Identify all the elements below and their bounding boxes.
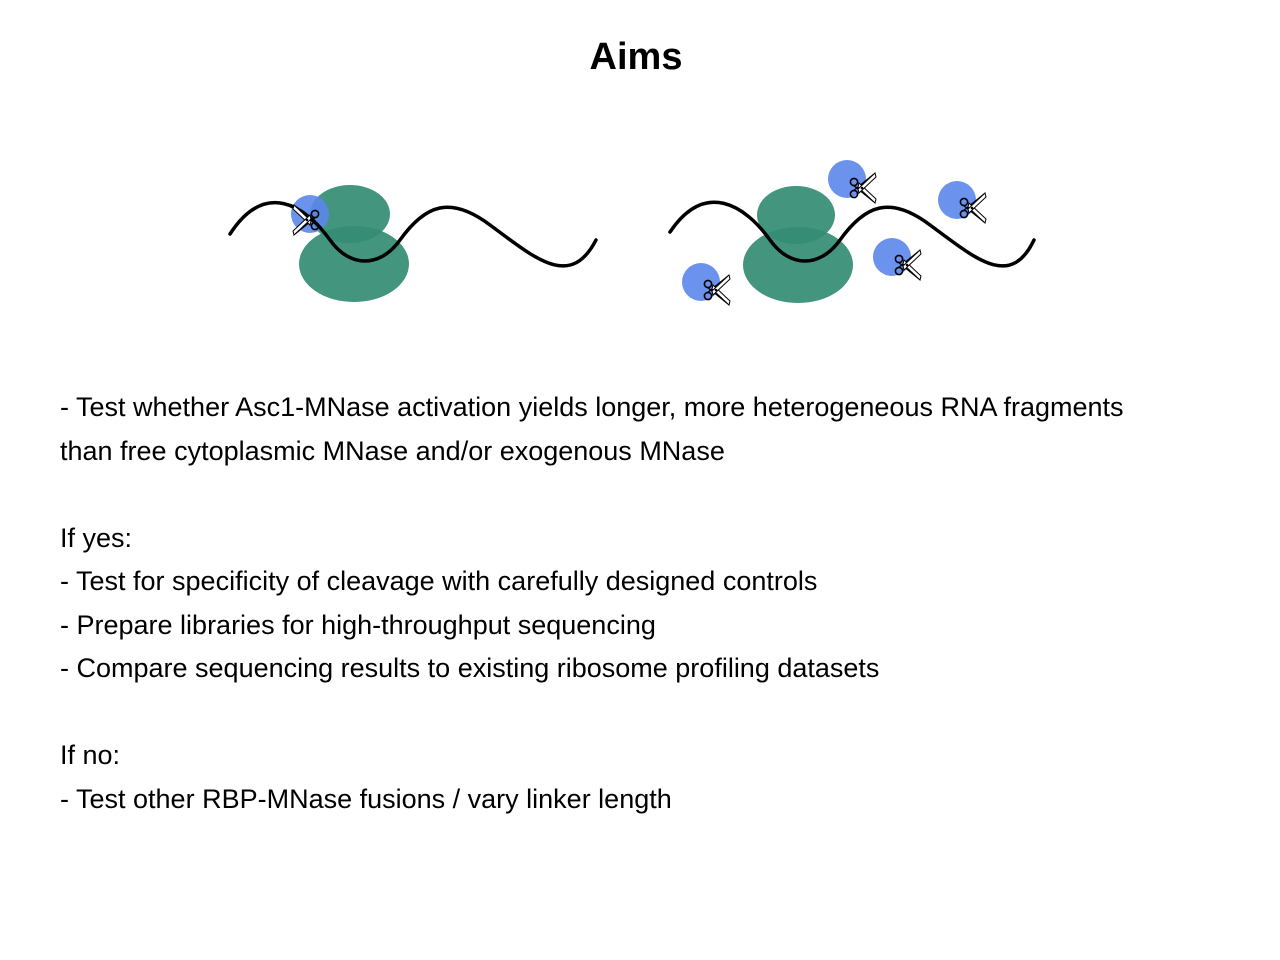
ribosome-large-subunit-icon xyxy=(299,226,409,302)
list-item: - Prepare libraries for high-throughput … xyxy=(60,609,656,640)
ribosome-small-subunit-icon xyxy=(757,186,835,244)
spacer xyxy=(60,473,1260,517)
illustration xyxy=(228,160,1036,306)
aim-line: than free cytoplasmic MNase and/or exoge… xyxy=(60,435,725,466)
mnase-icon xyxy=(682,263,720,301)
if-yes-heading: If yes: xyxy=(60,522,133,553)
spacer xyxy=(60,691,1260,735)
list-item: - Compare sequencing results to existing… xyxy=(60,653,880,683)
mnase-icon xyxy=(873,238,911,276)
ribosome-small-subunit-icon xyxy=(310,185,390,243)
slide-title: Aims xyxy=(589,36,683,78)
left-panel xyxy=(228,185,598,302)
list-item: - Test other RBP-MNase fusions / vary li… xyxy=(60,783,672,814)
mnase-icon xyxy=(938,181,976,219)
aim-line: - Test whether Asc1-MNase activation yie… xyxy=(60,392,1124,422)
if-no-heading: If no: xyxy=(60,740,121,770)
rna-strand xyxy=(228,201,598,268)
right-panel xyxy=(668,160,1036,306)
ribosome-large-subunit-icon xyxy=(743,227,853,303)
rna-strand xyxy=(668,200,1036,268)
slide-body: - Test whether Asc1-MNase activation yie… xyxy=(60,386,1260,821)
list-item: - Test for specificity of cleavage with … xyxy=(60,566,818,596)
